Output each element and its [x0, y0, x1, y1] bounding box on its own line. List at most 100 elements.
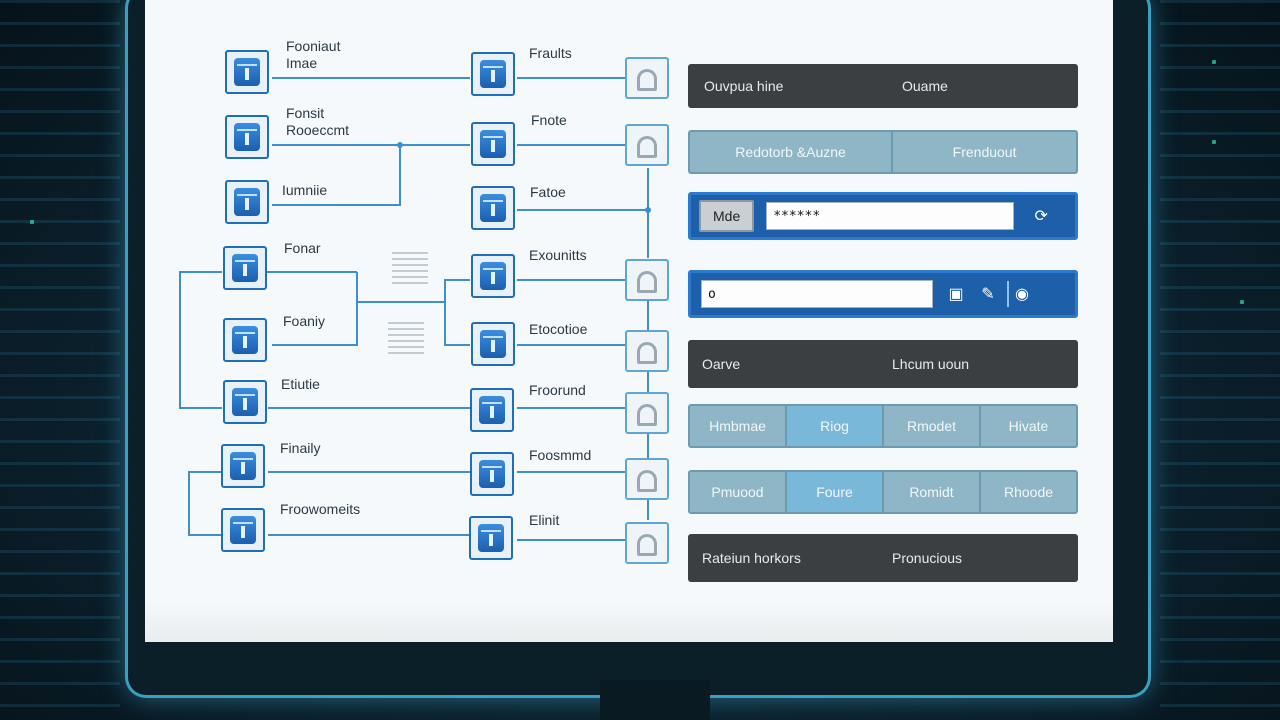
bell-node-3[interactable]	[625, 259, 669, 301]
password-field[interactable]: ******	[766, 202, 1015, 230]
search-row: Mde ****** ⟳	[688, 192, 1078, 240]
sub-row[interactable]: Redotorb &Auzne Frenduout	[688, 130, 1078, 174]
source-label-2: Fonsit Rooeccmt	[286, 105, 350, 138]
grid-cell[interactable]: Rmodet	[884, 406, 981, 446]
grid-cell[interactable]: Foure	[787, 472, 884, 512]
database-icon	[232, 326, 258, 354]
target-label-8: Elinit	[529, 512, 560, 528]
database-icon	[232, 254, 258, 282]
bell-node-2[interactable]	[625, 124, 669, 166]
target-node-1[interactable]	[471, 52, 515, 96]
source-label-4: Fonar	[284, 240, 321, 256]
grid-row-1: Hmbmae Riog Rmodet Hivate	[688, 404, 1078, 448]
target-node-2[interactable]	[471, 122, 515, 166]
status-left-text: Oarve	[702, 356, 741, 372]
source-node-5[interactable]	[223, 318, 267, 362]
source-node-2[interactable]	[225, 115, 269, 159]
source-label-1: Fooniaut Imae	[286, 38, 341, 71]
notes-icon	[388, 322, 424, 358]
background-rack-right	[1160, 0, 1280, 720]
status-row[interactable]: Oarve Lhcum uoun	[688, 340, 1078, 388]
bell-node-4[interactable]	[625, 330, 669, 372]
header-row[interactable]: Ouvpua hine Ouame	[688, 64, 1078, 108]
save-icon[interactable]: ▣	[948, 286, 964, 303]
grid-cell[interactable]: Pmuood	[690, 472, 787, 512]
source-label-8: Froowomeits	[280, 501, 361, 517]
database-icon	[232, 388, 258, 416]
target-node-5[interactable]	[471, 322, 515, 366]
status-right-text: Lhcum uoun	[892, 356, 970, 372]
source-node-7[interactable]	[221, 444, 265, 488]
database-icon	[230, 516, 256, 544]
bell-icon	[637, 342, 657, 364]
database-icon	[478, 524, 504, 552]
target-node-4[interactable]	[471, 254, 515, 298]
footer-left-text: Rateiun horkors	[702, 550, 801, 566]
target-node-8[interactable]	[469, 516, 513, 560]
sub-row-right[interactable]: Frenduout	[952, 144, 1017, 160]
database-icon	[480, 194, 506, 222]
source-node-8[interactable]	[221, 508, 265, 552]
target-label-6: Froorund	[529, 382, 586, 398]
bell-icon	[637, 69, 657, 91]
source-label-6: Etiutie	[281, 376, 320, 392]
grid-cell[interactable]: Hivate	[1008, 418, 1049, 434]
target-label-3: Fatoe	[530, 184, 566, 200]
bell-icon	[637, 470, 657, 492]
bell-node-6[interactable]	[625, 458, 669, 500]
camera-icon[interactable]: ◉	[1007, 281, 1035, 307]
header-left-text: Ouvpua hine	[704, 78, 784, 94]
source-label-7: Finaily	[280, 440, 321, 456]
target-node-3[interactable]	[471, 186, 515, 230]
target-node-6[interactable]	[470, 388, 514, 432]
target-label-4: Exounitts	[529, 247, 587, 263]
database-icon	[480, 330, 506, 358]
footer-row[interactable]: Rateiun horkors Pronucious	[688, 534, 1078, 582]
rack-led	[30, 220, 34, 224]
bell-node-1[interactable]	[625, 57, 669, 99]
target-label-2: Fnote	[531, 112, 567, 128]
source-label-3: Iumniie	[282, 182, 328, 198]
target-label-5: Etocotioe	[529, 321, 588, 337]
bell-icon	[637, 534, 657, 556]
database-icon	[479, 396, 505, 424]
mode-button[interactable]: Mde	[699, 200, 755, 232]
database-icon	[480, 130, 506, 158]
database-icon	[479, 460, 505, 488]
bell-icon	[637, 404, 657, 426]
bell-node-7[interactable]	[625, 522, 669, 564]
screen-bottom-shade	[145, 600, 1113, 642]
text-field[interactable]: o	[701, 280, 933, 308]
footer-right-text: Pronucious	[892, 550, 963, 566]
sub-row-left[interactable]: Redotorb &Auzne	[690, 132, 894, 172]
grid-row-2: Pmuood Foure Romidt Rhoode	[688, 470, 1078, 514]
background-rack-left	[0, 0, 120, 720]
database-icon	[480, 262, 506, 290]
grid-cell[interactable]: Hmbmae	[690, 406, 787, 446]
notes-icon	[392, 252, 428, 288]
source-node-6[interactable]	[223, 380, 267, 424]
source-label-5: Foaniy	[283, 313, 326, 329]
source-node-1[interactable]	[225, 50, 269, 94]
database-icon	[234, 58, 260, 86]
monitor-screen: Fooniaut Imae Fonsit Rooeccmt Iumniie Fo…	[145, 0, 1113, 642]
header-right-text: Ouame	[902, 78, 948, 94]
grid-cell[interactable]: Rhoode	[1003, 484, 1054, 500]
target-label-7: Foosmmd	[529, 447, 592, 463]
database-icon	[234, 188, 260, 216]
target-node-7[interactable]	[470, 452, 514, 496]
grid-cell[interactable]: Romidt	[884, 472, 981, 512]
refresh-icon[interactable]: ⟳	[1034, 208, 1048, 225]
bell-node-5[interactable]	[625, 392, 669, 434]
database-icon	[234, 123, 260, 151]
input-row: o ▣ ✎ ◉	[688, 270, 1078, 318]
target-label-1: Fraults	[529, 45, 572, 61]
source-node-4[interactable]	[223, 246, 267, 290]
bell-icon	[637, 136, 657, 158]
edit-icon[interactable]: ✎	[981, 286, 995, 303]
bell-icon	[637, 271, 657, 293]
database-icon	[480, 60, 506, 88]
source-node-3[interactable]	[225, 180, 269, 224]
grid-cell[interactable]: Riog	[787, 406, 884, 446]
rack-led	[1240, 300, 1244, 304]
